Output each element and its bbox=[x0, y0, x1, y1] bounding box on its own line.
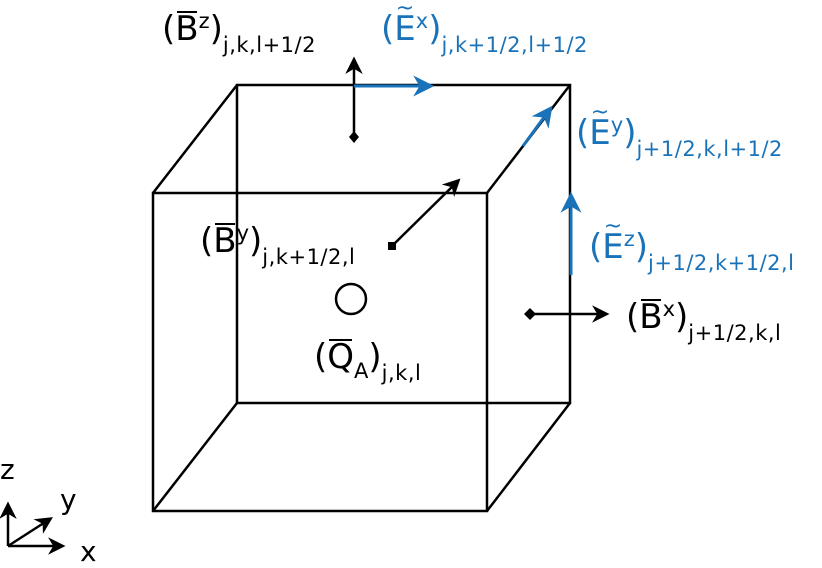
cube-front-face bbox=[151, 191, 489, 513]
axis-y-label: y bbox=[60, 483, 77, 516]
label-ey: (~Ey)j+1/2,k,l+1/2 bbox=[576, 100, 783, 161]
qa-center-circle bbox=[334, 282, 368, 316]
label-ex: (~Ex)j,k+1/2,l+1/2 bbox=[381, 0, 588, 57]
ey-arrow bbox=[521, 105, 553, 147]
axis-x-label: x bbox=[80, 535, 97, 568]
axis-z-label: z bbox=[0, 453, 15, 486]
label-bz: (Bz)j,k,l+1/2 bbox=[162, 9, 316, 57]
by-arrow bbox=[388, 178, 461, 250]
bx-arrow bbox=[524, 305, 610, 323]
cube-edge-tl bbox=[152, 84, 238, 194]
cube bbox=[151, 83, 572, 513]
cube-edge-br bbox=[486, 402, 571, 512]
bz-arrow bbox=[345, 56, 363, 143]
label-ez: (~Ez)j+1/2,k+1/2,l bbox=[589, 214, 795, 275]
cube-edge-bl bbox=[152, 402, 238, 512]
coordinate-axes bbox=[0, 501, 66, 555]
label-bx: (Bx)j+1/2,k,l bbox=[626, 297, 782, 345]
label-by: (By)j,k+1/2,l bbox=[200, 221, 356, 269]
axis-y-line bbox=[7, 517, 53, 548]
label-qa: (QA)j,k,l bbox=[314, 337, 422, 385]
